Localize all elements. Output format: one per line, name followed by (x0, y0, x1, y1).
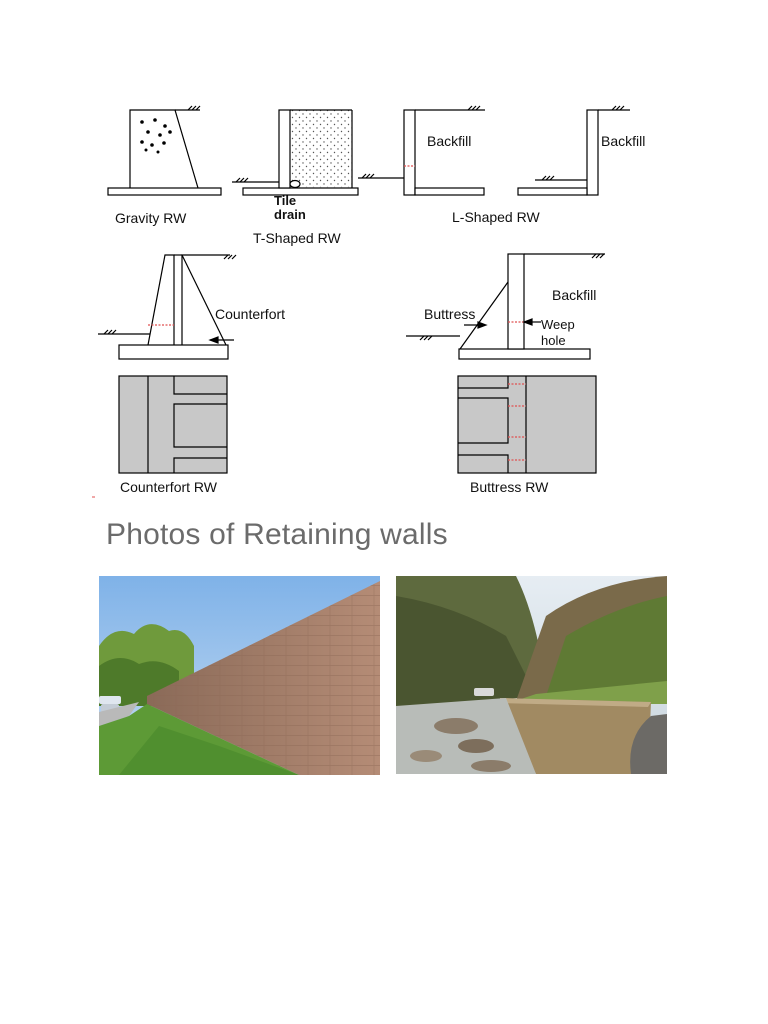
drain-label: drain (274, 207, 306, 222)
buttress-wall-section (406, 253, 605, 360)
backfill-label-buttress: Backfill (552, 287, 597, 303)
ground-hatch-symbol (235, 173, 375, 183)
brick-retaining-wall-photo (99, 576, 380, 775)
riverside-retaining-wall-photo (396, 576, 667, 774)
counterfort-plan-view (118, 375, 228, 474)
retaining-wall-types-diagram (92, 105, 630, 498)
ground-hatch-symbol (419, 253, 605, 341)
counterfort-label: Counterfort (215, 306, 286, 322)
t-shaped-wall-section (232, 109, 404, 196)
photos-heading: Photos of Retaining walls (106, 518, 448, 551)
gravity-rw-label: Gravity RW (115, 210, 187, 226)
buttress-label: Buttress (424, 306, 476, 322)
backfill-label-left: Backfill (427, 133, 472, 149)
ground-hatch-symbol (467, 105, 481, 111)
l-shaped-rw-label: L-Shaped RW (452, 209, 540, 225)
l-shaped-wall-section-right (517, 105, 630, 196)
t-shaped-rw-label: T-Shaped RW (253, 230, 341, 246)
gravity-wall-section (107, 105, 222, 196)
buttress-rw-label: Buttress RW (470, 479, 549, 495)
l-shaped-wall-section-left (403, 105, 485, 196)
backfill-label-right: Backfill (601, 133, 646, 149)
ground-hatch-symbol (103, 254, 237, 335)
weep-label: Weep (541, 317, 575, 332)
counterfort-wall-section (98, 254, 237, 360)
ground-hatch-symbol (541, 105, 625, 181)
hole-label: hole (541, 333, 566, 348)
tile-label: Tile (274, 193, 297, 208)
counterfort-rw-label: Counterfort RW (120, 479, 217, 495)
ground-hatch-symbol (187, 105, 201, 111)
buttress-plan-view (457, 375, 597, 474)
